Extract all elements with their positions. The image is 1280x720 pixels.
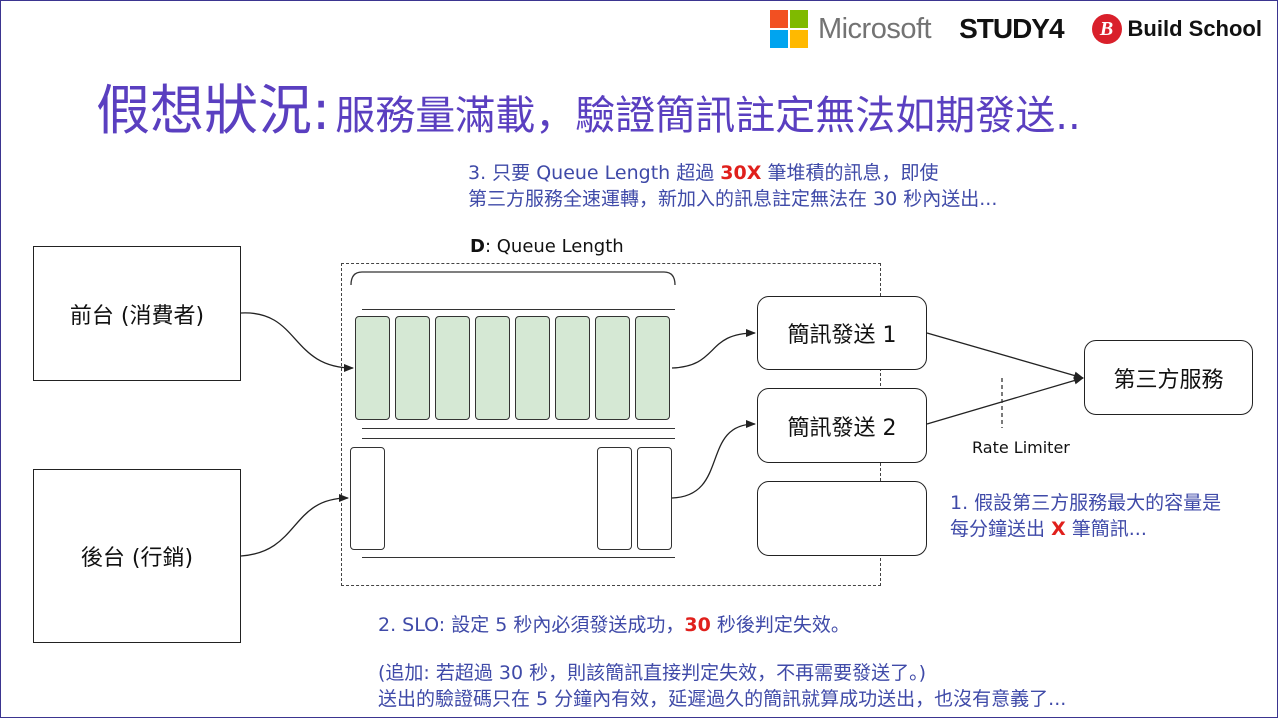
queue-label-variable: D [470, 236, 485, 257]
frontend-to-queue-arrow [240, 312, 354, 372]
note2b-line1: (追加: 若超過 30 秒，則該簡訊直接判定失效，不再需要發送了。) [378, 662, 927, 684]
note2-line1-pre: 2. SLO: 設定 5 秒內必須發送成功， [378, 614, 685, 636]
third-party-service: 第三方服務 [1084, 340, 1253, 415]
queue-lane-divider-2 [362, 438, 675, 439]
queue-length-brace [350, 271, 676, 286]
frontend-box: 前台 (消費者) [33, 246, 241, 381]
note-expiry: (追加: 若超過 30 秒，則該簡訊直接判定失效，不再需要發送了。) 送出的驗證… [378, 660, 1066, 712]
note2b-line2: 送出的驗證碼只在 5 分鐘內有效，延遲過久的簡訊就算成功送出，也沒有意義了... [378, 688, 1067, 710]
empty-slot [597, 447, 632, 550]
empty-slot [350, 447, 385, 550]
note2-highlight: 30 [684, 614, 711, 636]
buildschool-wordmark: Build School [1127, 16, 1262, 41]
queued-message [475, 316, 510, 420]
note3-line1-pre: 3. 只要 Queue Length 超過 [468, 162, 715, 184]
queued-message [355, 316, 390, 420]
note1-line2-pre: 每分鐘送出 [950, 518, 1046, 540]
queue-length-label: D: Queue Length [470, 236, 624, 257]
slide-title: 假想狀況: 服務量滿載，驗證簡訊註定無法如期發送.. [96, 66, 1081, 145]
sender2-to-third-party-arrow [926, 376, 1084, 425]
empty-slot [637, 447, 672, 550]
queued-message [635, 316, 670, 420]
sms-sender-3 [757, 481, 927, 556]
logo-bar: Microsoft STUDY4 B Build School [769, 8, 1262, 50]
sms-sender-1: 簡訊發送 1 [757, 296, 927, 370]
queue-lane-bottom-line [362, 557, 675, 558]
backend-box: 後台 (行銷) [33, 469, 241, 643]
queue-lane-divider-1 [362, 428, 675, 429]
title-main: 假想狀況: [96, 79, 331, 142]
study4-logo: STUDY4 [959, 13, 1064, 44]
queued-message [595, 316, 630, 420]
note3-line1-post: 筆堆積的訊息，即使 [767, 162, 939, 184]
queue-label-text: : Queue Length [484, 236, 624, 257]
buildschool-mark-icon: B [1091, 14, 1122, 44]
note3-line2: 第三方服務全速運轉，新加入的訊息註定無法在 30 秒內送出... [468, 188, 998, 210]
queued-message [515, 316, 550, 420]
sender1-to-third-party-arrow [926, 332, 1084, 380]
note3-highlight: 30X [720, 162, 762, 184]
backend-to-queue-arrow [240, 494, 349, 557]
queued-message [435, 316, 470, 420]
queued-message [555, 316, 590, 420]
note-slo: 2. SLO: 設定 5 秒內必須發送成功，30 秒後判定失效。 [378, 612, 850, 638]
title-sub: 服務量滿載，驗證簡訊註定無法如期發送.. [335, 93, 1081, 139]
note2-line1-post: 秒後判定失效。 [716, 614, 850, 636]
queue-to-sender2-arrow [671, 420, 756, 499]
note1-highlight: X [1051, 518, 1066, 540]
queue-to-sender1-arrow [671, 329, 756, 369]
note-capacity: 1. 假設第三方服務最大的容量是 每分鐘送出 X 筆簡訊... [950, 490, 1221, 542]
microsoft-wordmark: Microsoft [817, 12, 932, 45]
note-queue-threshold: 3. 只要 Queue Length 超過 30X 筆堆積的訊息，即使 第三方服… [468, 160, 997, 212]
rate-limiter-label: Rate Limiter [972, 438, 1070, 457]
microsoft-logo: Microsoft [769, 10, 932, 48]
microsoft-grid-icon [769, 10, 808, 48]
sms-sender-2: 簡訊發送 2 [757, 388, 927, 463]
note1-line2-post: 筆簡訊... [1071, 518, 1147, 540]
queue-lane-top-line [362, 309, 675, 310]
note1-line1: 1. 假設第三方服務最大的容量是 [950, 492, 1222, 514]
buildschool-logo: B Build School [1091, 14, 1262, 44]
queued-message [395, 316, 430, 420]
